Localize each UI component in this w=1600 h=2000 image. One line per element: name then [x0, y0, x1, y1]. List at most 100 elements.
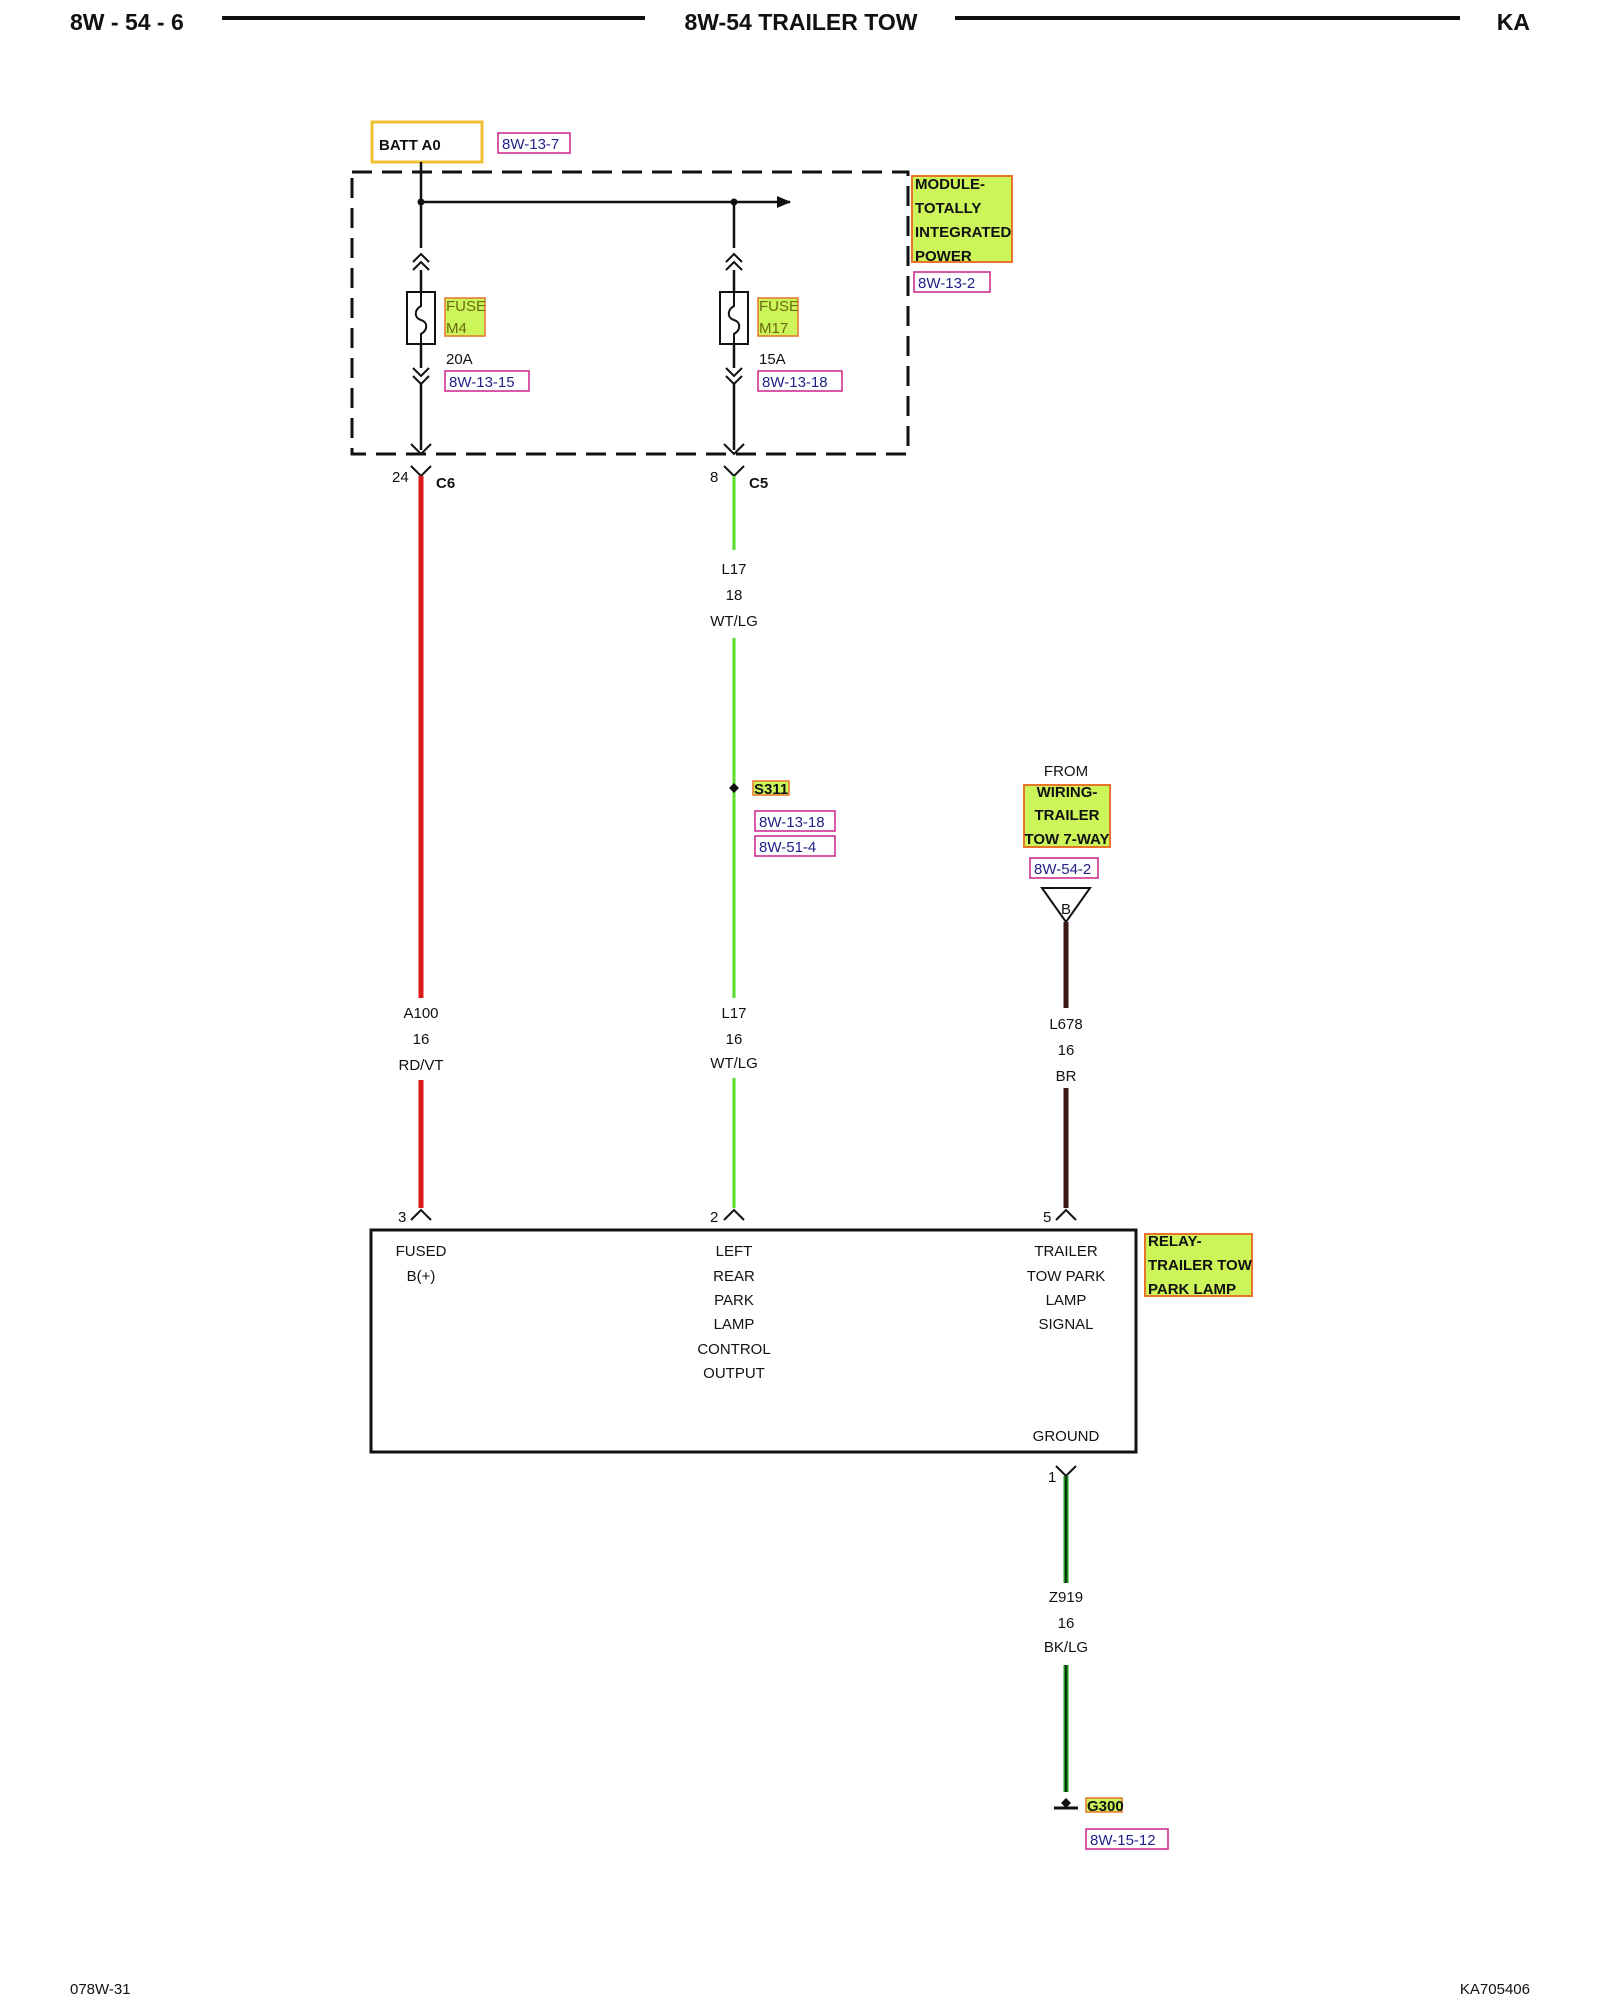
wire-l17-upper-circuit: L17: [721, 561, 746, 578]
connector-c5: 8 C5: [710, 465, 768, 492]
fuse-m4-ref-link[interactable]: 8W-13-15: [444, 370, 530, 392]
from-source-label: WIRING- TRAILER TOW 7-WAY: [1023, 784, 1111, 848]
wire-l678-gauge: 16: [1058, 1042, 1075, 1059]
relay-trailer-line4: SIGNAL: [1038, 1316, 1093, 1333]
module-label-line3: INTEGRATED: [915, 224, 1012, 241]
relay-left-line1: LEFT: [716, 1243, 753, 1260]
relay-fused-line2: B(+): [407, 1268, 436, 1285]
relay-name-label: RELAY- TRAILER TOW PARK LAMP: [1144, 1233, 1253, 1298]
relay-fused-line1: FUSED: [396, 1243, 447, 1260]
relay-trailer-line1: TRAILER: [1034, 1243, 1098, 1260]
relay-pin-5: 5: [1043, 1208, 1077, 1226]
relay-trailer-line2: TOW PARK: [1027, 1268, 1106, 1285]
fuse-m17-rating: 15A: [759, 351, 786, 368]
fuse-m4-label-line1: FUSE: [446, 298, 486, 315]
fuse-m4-rating: 20A: [446, 351, 473, 368]
splice-s311: S311: [729, 780, 790, 798]
wire-l17-lower-gauge: 16: [726, 1031, 743, 1048]
splice-ref2-text: 8W-51-4: [759, 839, 816, 856]
from-source-line2: TRAILER: [1035, 807, 1100, 824]
from-label: FROM: [1044, 763, 1088, 780]
connector-c6-pin: 24: [392, 469, 409, 486]
module-label-line2: TOTALLY: [915, 200, 981, 217]
wire-a100-gauge: 16: [413, 1031, 430, 1048]
wire-l17-upper-gauge: 18: [726, 587, 743, 604]
from-source-ref-link[interactable]: 8W-54-2: [1029, 857, 1099, 879]
page-title: 8W-54 TRAILER TOW: [685, 9, 918, 35]
relay-pin-1: 1: [1048, 1465, 1077, 1486]
relay-left-line4: LAMP: [714, 1316, 755, 1333]
module-label-line4: POWER: [915, 248, 972, 265]
splice-ref2-link[interactable]: 8W-51-4: [754, 835, 836, 857]
fuse-m17-ref-text: 8W-13-18: [762, 374, 828, 391]
fuse-m4-label: FUSE M4: [444, 297, 486, 337]
ground-g300-symbol: G300: [1054, 1797, 1124, 1815]
splice-s311-name: S311: [754, 781, 788, 798]
wire-a100-color: RD/VT: [399, 1057, 444, 1074]
wire-z919-gauge: 16: [1058, 1615, 1075, 1632]
wire-l17-lower-circuit: L17: [721, 1005, 746, 1022]
relay-name-line3: PARK LAMP: [1148, 1281, 1236, 1298]
ground-g300-name: G300: [1087, 1798, 1124, 1815]
module-ref-link[interactable]: 8W-13-2: [913, 271, 991, 293]
footer-right-code: KA705406: [1460, 1981, 1530, 1998]
power-module-box: [350, 170, 910, 456]
battery-bus: [417, 162, 791, 248]
ground-ref-link[interactable]: 8W-15-12: [1085, 1828, 1169, 1850]
relay-pin-3-number: 3: [398, 1209, 406, 1226]
footer-left-code: 078W-31: [70, 1981, 131, 1998]
from-source-line1: WIRING-: [1037, 784, 1098, 801]
wire-a100-circuit: A100: [403, 1005, 438, 1022]
wire-z919-circuit: Z919: [1049, 1589, 1083, 1606]
page-header: 8W - 54 - 6 8W-54 TRAILER TOW KA: [70, 9, 1530, 35]
module-name-label: MODULE- TOTALLY INTEGRATED POWER: [911, 175, 1013, 265]
relay-pin-2: 2: [710, 1208, 745, 1226]
battery-ref-text: 8W-13-7: [502, 136, 559, 153]
connector-c6: 24 C6: [392, 465, 455, 492]
fuse-m17-symbol: [719, 252, 749, 456]
relay-left-line3: PARK: [714, 1292, 754, 1309]
ground-ref-text: 8W-15-12: [1090, 1832, 1156, 1849]
fuse-m17-label-line2: M17: [759, 320, 788, 337]
battery-source: BATT A0: [370, 120, 484, 164]
connector-c5-name: C5: [749, 475, 768, 492]
relay-left-line2: REAR: [713, 1268, 755, 1285]
from-source-ref-text: 8W-54-2: [1034, 861, 1091, 878]
relay-pin-3: 3: [398, 1208, 432, 1226]
relay-name-line2: TRAILER TOW: [1148, 1257, 1253, 1274]
battery-ref-link[interactable]: 8W-13-7: [497, 132, 571, 154]
wire-l17-upper-color: WT/LG: [710, 613, 758, 630]
fuse-m17-label: FUSE M17: [757, 297, 799, 337]
relay-pin-1-number: 1: [1048, 1469, 1056, 1486]
fuse-m4-label-line2: M4: [446, 320, 467, 337]
fuse-m17-label-line1: FUSE: [759, 298, 799, 315]
wire-z919-color: BK/LG: [1044, 1639, 1088, 1656]
model-code: KA: [1497, 9, 1530, 35]
connector-b-letter: B: [1061, 901, 1071, 918]
wire-l678-color: BR: [1056, 1068, 1077, 1085]
wire-l678-circuit: L678: [1049, 1016, 1082, 1033]
relay-left-line6: OUTPUT: [703, 1365, 765, 1382]
connector-c5-pin: 8: [710, 469, 718, 486]
relay-pin-2-number: 2: [710, 1209, 718, 1226]
relay-left-line5: CONTROL: [697, 1341, 770, 1358]
relay-trailer-line3: LAMP: [1046, 1292, 1087, 1309]
wire-l17-lower-color: WT/LG: [710, 1055, 758, 1072]
relay-box: [369, 1228, 1138, 1454]
fuse-m4-ref-text: 8W-13-15: [449, 374, 515, 391]
connector-b-triangle: B: [1040, 887, 1092, 924]
page-number: 8W - 54 - 6: [70, 9, 184, 35]
splice-ref1-link[interactable]: 8W-13-18: [754, 810, 836, 832]
connector-c6-name: C6: [436, 475, 455, 492]
relay-pin-5-number: 5: [1043, 1209, 1051, 1226]
from-source-line3: TOW 7-WAY: [1024, 831, 1109, 848]
battery-label: BATT A0: [379, 137, 441, 154]
fuse-m4-symbol: [406, 252, 436, 456]
splice-ref1-text: 8W-13-18: [759, 814, 825, 831]
relay-ground-label: GROUND: [1033, 1428, 1100, 1445]
module-ref-text: 8W-13-2: [918, 275, 975, 292]
relay-name-line1: RELAY-: [1148, 1233, 1202, 1250]
fuse-m17-ref-link[interactable]: 8W-13-18: [757, 370, 843, 392]
module-label-line1: MODULE-: [915, 176, 985, 193]
